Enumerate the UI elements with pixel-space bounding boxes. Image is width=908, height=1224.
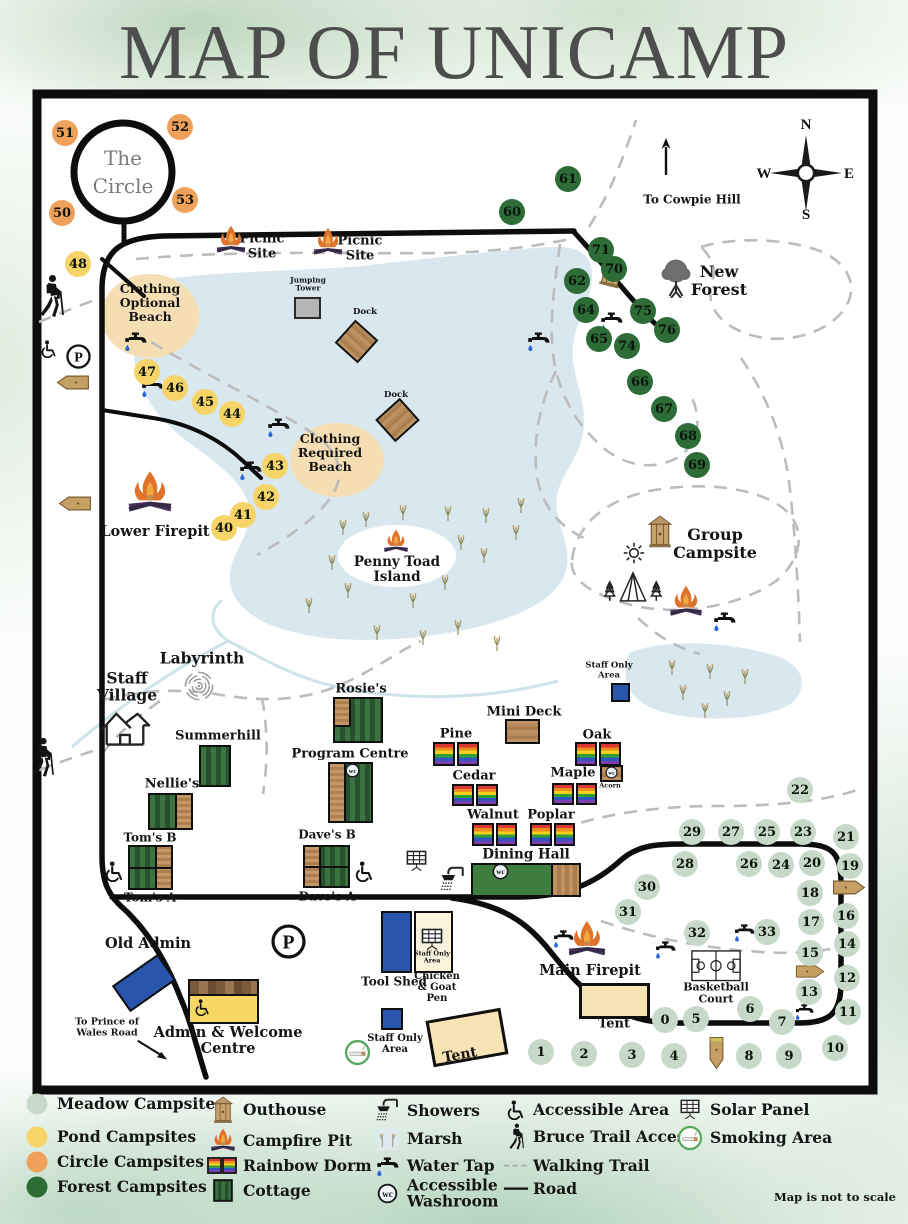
walking-trails [38, 119, 864, 955]
creek [71, 598, 559, 749]
page-title: MAP OF UNICAMP [118, 9, 790, 95]
clothing-optional-beach-area [101, 274, 199, 358]
penny-toad-island-area [338, 525, 456, 587]
map-scale-note: Map is not to scale [773, 1190, 896, 1204]
